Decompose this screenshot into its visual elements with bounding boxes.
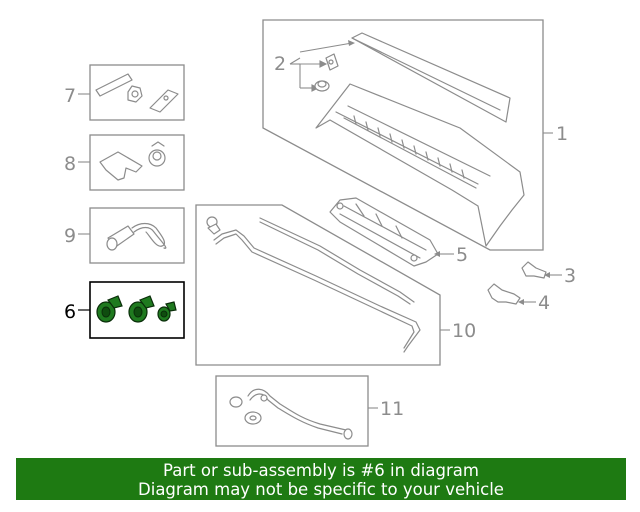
- part-11-group[interactable]: 11: [215, 375, 404, 447]
- part-7-group[interactable]: 7: [64, 64, 185, 121]
- callout-11[interactable]: 11: [380, 398, 404, 420]
- callout-6[interactable]: 6: [64, 301, 76, 323]
- bracket-part-7: [149, 89, 179, 113]
- grommet-part-6-c: [157, 301, 177, 322]
- spoiler-main-body: [315, 83, 525, 247]
- hose-part-10: [213, 229, 421, 353]
- part-10-group[interactable]: 10: [195, 204, 476, 366]
- part-8-frame: [89, 134, 185, 191]
- clip-part-4: [487, 283, 521, 305]
- grommet-part-6-a: [96, 295, 123, 323]
- info-banner: Part or sub-assembly is #6 in diagram Di…: [16, 458, 626, 500]
- callout-3[interactable]: 3: [564, 265, 576, 287]
- part-1-spoiler-group[interactable]: 1: [262, 19, 568, 251]
- part-8-group[interactable]: 8: [64, 134, 185, 191]
- clip-part-3: [521, 261, 547, 279]
- part-5-group[interactable]: 5: [329, 197, 468, 267]
- callout-4[interactable]: 4: [538, 292, 550, 314]
- grommet-part-6-b: [128, 295, 155, 323]
- brake-lamp-part-5: [329, 197, 439, 267]
- callout-5[interactable]: 5: [456, 244, 468, 266]
- part-6-frame: [89, 281, 185, 339]
- part-6-group[interactable]: 6: [64, 281, 185, 339]
- part-2-group[interactable]: 2: [274, 40, 355, 92]
- callout-7[interactable]: 7: [64, 85, 76, 107]
- callout-8[interactable]: 8: [64, 153, 76, 175]
- banner-line-2: Diagram may not be specific to your vehi…: [138, 480, 504, 499]
- part-9-group[interactable]: 9: [64, 207, 185, 264]
- part-4-group[interactable]: 4: [487, 283, 550, 314]
- part-3-group[interactable]: 3: [521, 261, 576, 287]
- wire-part-11: [247, 388, 351, 437]
- part-7-frame: [89, 64, 185, 121]
- part-11-frame: [215, 375, 369, 447]
- spoiler-light-strip: [343, 115, 477, 189]
- callout-2[interactable]: 2: [274, 53, 286, 75]
- clip-part-8: [99, 151, 143, 181]
- callout-9[interactable]: 9: [64, 225, 76, 247]
- callout-10[interactable]: 10: [452, 320, 476, 342]
- wire-part-9: [131, 222, 166, 247]
- spoiler-upper-wing: [351, 32, 511, 123]
- callout-1[interactable]: 1: [556, 123, 568, 145]
- part-9-frame: [89, 207, 185, 264]
- part-1-frame: [262, 19, 544, 251]
- connector-part-11: [229, 396, 243, 408]
- strip-part-7: [95, 73, 133, 97]
- banner-line-1: Part or sub-assembly is #6 in diagram: [163, 461, 479, 480]
